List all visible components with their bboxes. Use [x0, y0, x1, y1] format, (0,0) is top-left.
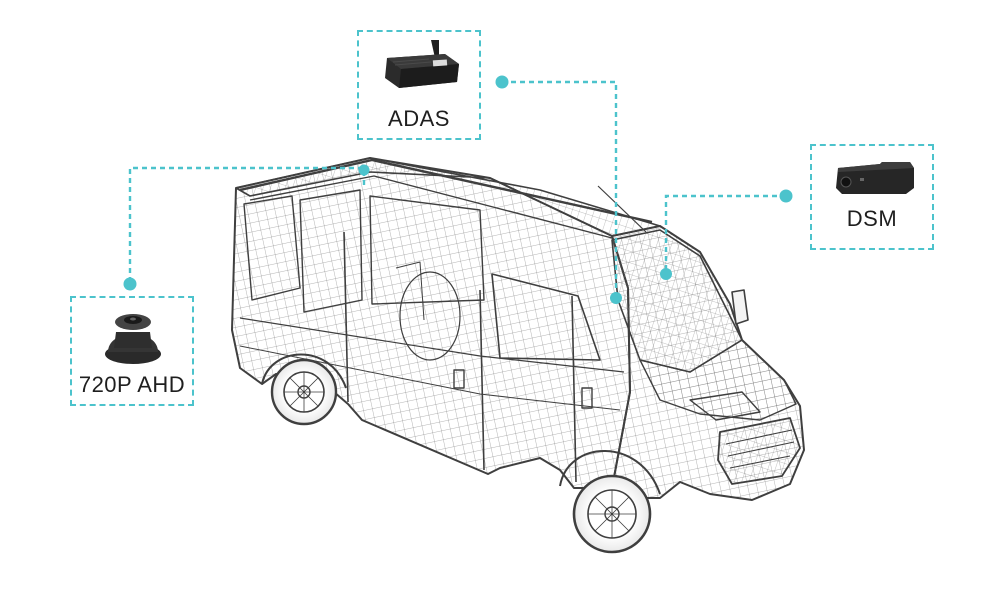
ahd-label: 720P AHD: [78, 372, 186, 397]
adas-connector-dot-end: [610, 292, 622, 304]
rear-window: [243, 195, 301, 301]
dsm-connector-dot-end: [660, 268, 672, 280]
dsm-label: DSM: [846, 206, 898, 231]
adas-connector: [502, 80, 618, 298]
rear-wheel: [270, 358, 338, 426]
door-window: [491, 273, 601, 361]
front-wheel: [572, 474, 652, 554]
dsm-connector: [664, 194, 786, 274]
adas-label: ADAS: [388, 106, 450, 131]
adas-unit-icon: [385, 40, 459, 88]
side-window-2: [369, 195, 485, 305]
side-mirror: [731, 289, 749, 325]
adas-callout: ADAS: [357, 30, 481, 140]
dsm-connector-dot-start: [779, 189, 793, 203]
adas-connector-dot-start: [495, 75, 509, 89]
dome-camera-icon: [105, 314, 161, 364]
hood: [639, 339, 797, 421]
connectors: [128, 80, 786, 298]
dsm-callout: DSM: [810, 144, 934, 250]
ahd-connector: [128, 166, 366, 282]
van-wireframe: [231, 157, 805, 554]
ahd-connector-dot-top: [358, 164, 370, 176]
side-window-1: [299, 189, 363, 313]
dsm-camera-icon: [836, 162, 914, 194]
ahd-callout: 720P AHD: [70, 296, 194, 406]
grille: [717, 417, 801, 485]
ahd-connector-dot-end: [123, 277, 137, 291]
